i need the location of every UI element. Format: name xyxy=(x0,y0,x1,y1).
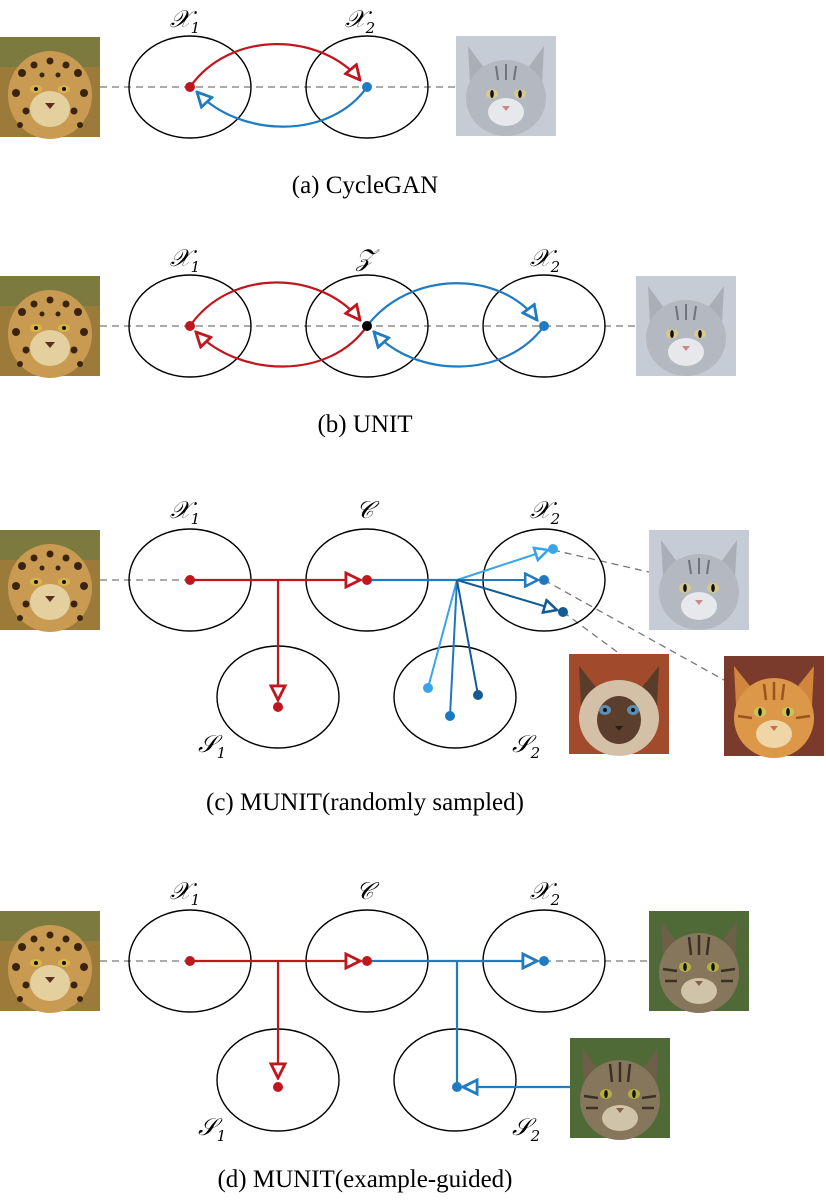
cat-image xyxy=(635,275,737,377)
cat-style-example-image xyxy=(568,1036,672,1142)
latent-z-ellipse xyxy=(305,274,429,378)
point-x2 xyxy=(539,321,549,331)
cat-image xyxy=(455,35,557,137)
label-s2: 𝒮2 xyxy=(512,1113,540,1145)
label-x2: 𝒳2 xyxy=(530,877,560,909)
backward-arrow xyxy=(197,86,368,128)
point-x1 xyxy=(185,321,195,331)
label-c: 𝒞 xyxy=(356,496,380,524)
domain-x2-ellipse xyxy=(482,274,606,378)
label-s1: 𝒮1 xyxy=(198,1113,226,1145)
point-x1 xyxy=(185,956,195,966)
panel-munit-guided: 𝒳1 𝒞 𝒳2 𝒮1 𝒮2 (d) MUNIT(example-guided) xyxy=(0,877,751,1193)
style-s2-ellipse xyxy=(393,645,517,749)
point-s2-sample-1 xyxy=(423,683,433,693)
caption-c: (c) MUNIT(randomly sampled) xyxy=(206,789,524,816)
decode-arrow-sample-1 xyxy=(456,550,548,581)
leopard-image xyxy=(0,911,100,1013)
panel-unit: 𝒳1 𝒵 𝒳2 (b) UNIT xyxy=(0,244,737,438)
leopard-image xyxy=(0,276,100,378)
cat-gray-image xyxy=(648,529,750,631)
point-x2-sample-3 xyxy=(558,607,568,617)
style-sample-line-2 xyxy=(449,579,458,717)
dashed-link-siamese xyxy=(562,611,621,655)
cat-output-image xyxy=(647,909,751,1015)
style-sample-line-1 xyxy=(427,579,458,689)
domain-x2-ellipse xyxy=(305,35,429,139)
point-z xyxy=(362,321,372,331)
point-c xyxy=(362,956,372,966)
label-x1: 𝒳1 xyxy=(170,496,200,528)
point-s1 xyxy=(273,1082,283,1092)
label-x2: 𝒳2 xyxy=(530,496,560,528)
point-x2 xyxy=(362,82,372,92)
caption-a: (a) CycleGAN xyxy=(292,172,438,199)
leopard-image xyxy=(0,530,100,632)
label-s2: 𝒮2 xyxy=(512,730,540,762)
style-s2-ellipse xyxy=(393,1028,517,1132)
domain-x1-ellipse xyxy=(128,274,252,378)
label-s1: 𝒮1 xyxy=(198,730,226,762)
label-x1: 𝒳1 xyxy=(170,5,200,37)
decode-arrow-x2 xyxy=(366,282,537,327)
label-x2: 𝒳2 xyxy=(345,5,375,37)
style-sample-line-3 xyxy=(456,579,479,696)
dashed-link-orange xyxy=(543,579,725,681)
point-x1 xyxy=(185,575,195,585)
label-x1: 𝒳1 xyxy=(170,877,200,909)
decode-arrow-x1 xyxy=(196,325,368,368)
caption-d: (d) MUNIT(example-guided) xyxy=(217,1166,512,1193)
label-z: 𝒵 xyxy=(355,244,380,272)
point-s2 xyxy=(452,1082,462,1092)
domain-x1-ellipse xyxy=(128,35,252,139)
cat-siamese-image xyxy=(569,654,669,756)
cat-orange-image xyxy=(722,654,826,760)
point-x1 xyxy=(185,82,195,92)
forward-arrow xyxy=(189,43,360,88)
label-c: 𝒞 xyxy=(356,877,380,905)
encode-arrow-x1 xyxy=(189,281,360,327)
point-s1 xyxy=(273,702,283,712)
label-x2: 𝒳2 xyxy=(530,244,560,276)
panel-cyclegan: 𝒳1 𝒳2 (a) CycleGAN xyxy=(0,5,557,199)
point-s2-sample-2 xyxy=(445,711,455,721)
panel-munit-random: 𝒳1 𝒞 𝒳2 𝒮1 𝒮2 (c) MUNIT(randomly sampled… xyxy=(0,496,826,816)
point-x2-sample-2 xyxy=(539,575,549,585)
point-s2-sample-3 xyxy=(473,690,483,700)
leopard-image xyxy=(0,37,100,139)
caption-b: (b) UNIT xyxy=(317,411,412,438)
point-x2-sample-1 xyxy=(548,544,558,554)
point-x2 xyxy=(539,956,549,966)
decode-arrow-sample-3 xyxy=(456,579,557,610)
encode-arrow-x2 xyxy=(374,325,545,368)
point-c xyxy=(362,575,372,585)
label-x1: 𝒳1 xyxy=(170,244,200,276)
